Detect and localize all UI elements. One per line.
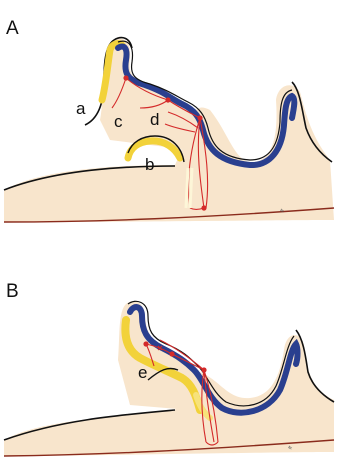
- label-c: c: [114, 112, 123, 131]
- label-a: a: [76, 99, 86, 118]
- panel-a: A: [4, 18, 334, 222]
- panel-a-node-2: [165, 97, 170, 102]
- label-b: b: [145, 155, 154, 174]
- panel-a-node-3: [197, 115, 202, 120]
- panel-b-label: B: [6, 281, 19, 302]
- panel-a-node-4: [201, 205, 206, 210]
- panel-b: B e ff: [4, 281, 334, 456]
- panel-b-node-1: [143, 341, 148, 346]
- panel-a-node-1: [123, 75, 128, 80]
- label-d: d: [150, 110, 159, 129]
- label-e: e: [138, 363, 147, 382]
- panel-a-label: A: [6, 18, 19, 39]
- panel-b-node-2: [169, 351, 174, 356]
- panel-a-fold-tissue: [100, 39, 195, 150]
- panel-b-node-3: [201, 367, 206, 372]
